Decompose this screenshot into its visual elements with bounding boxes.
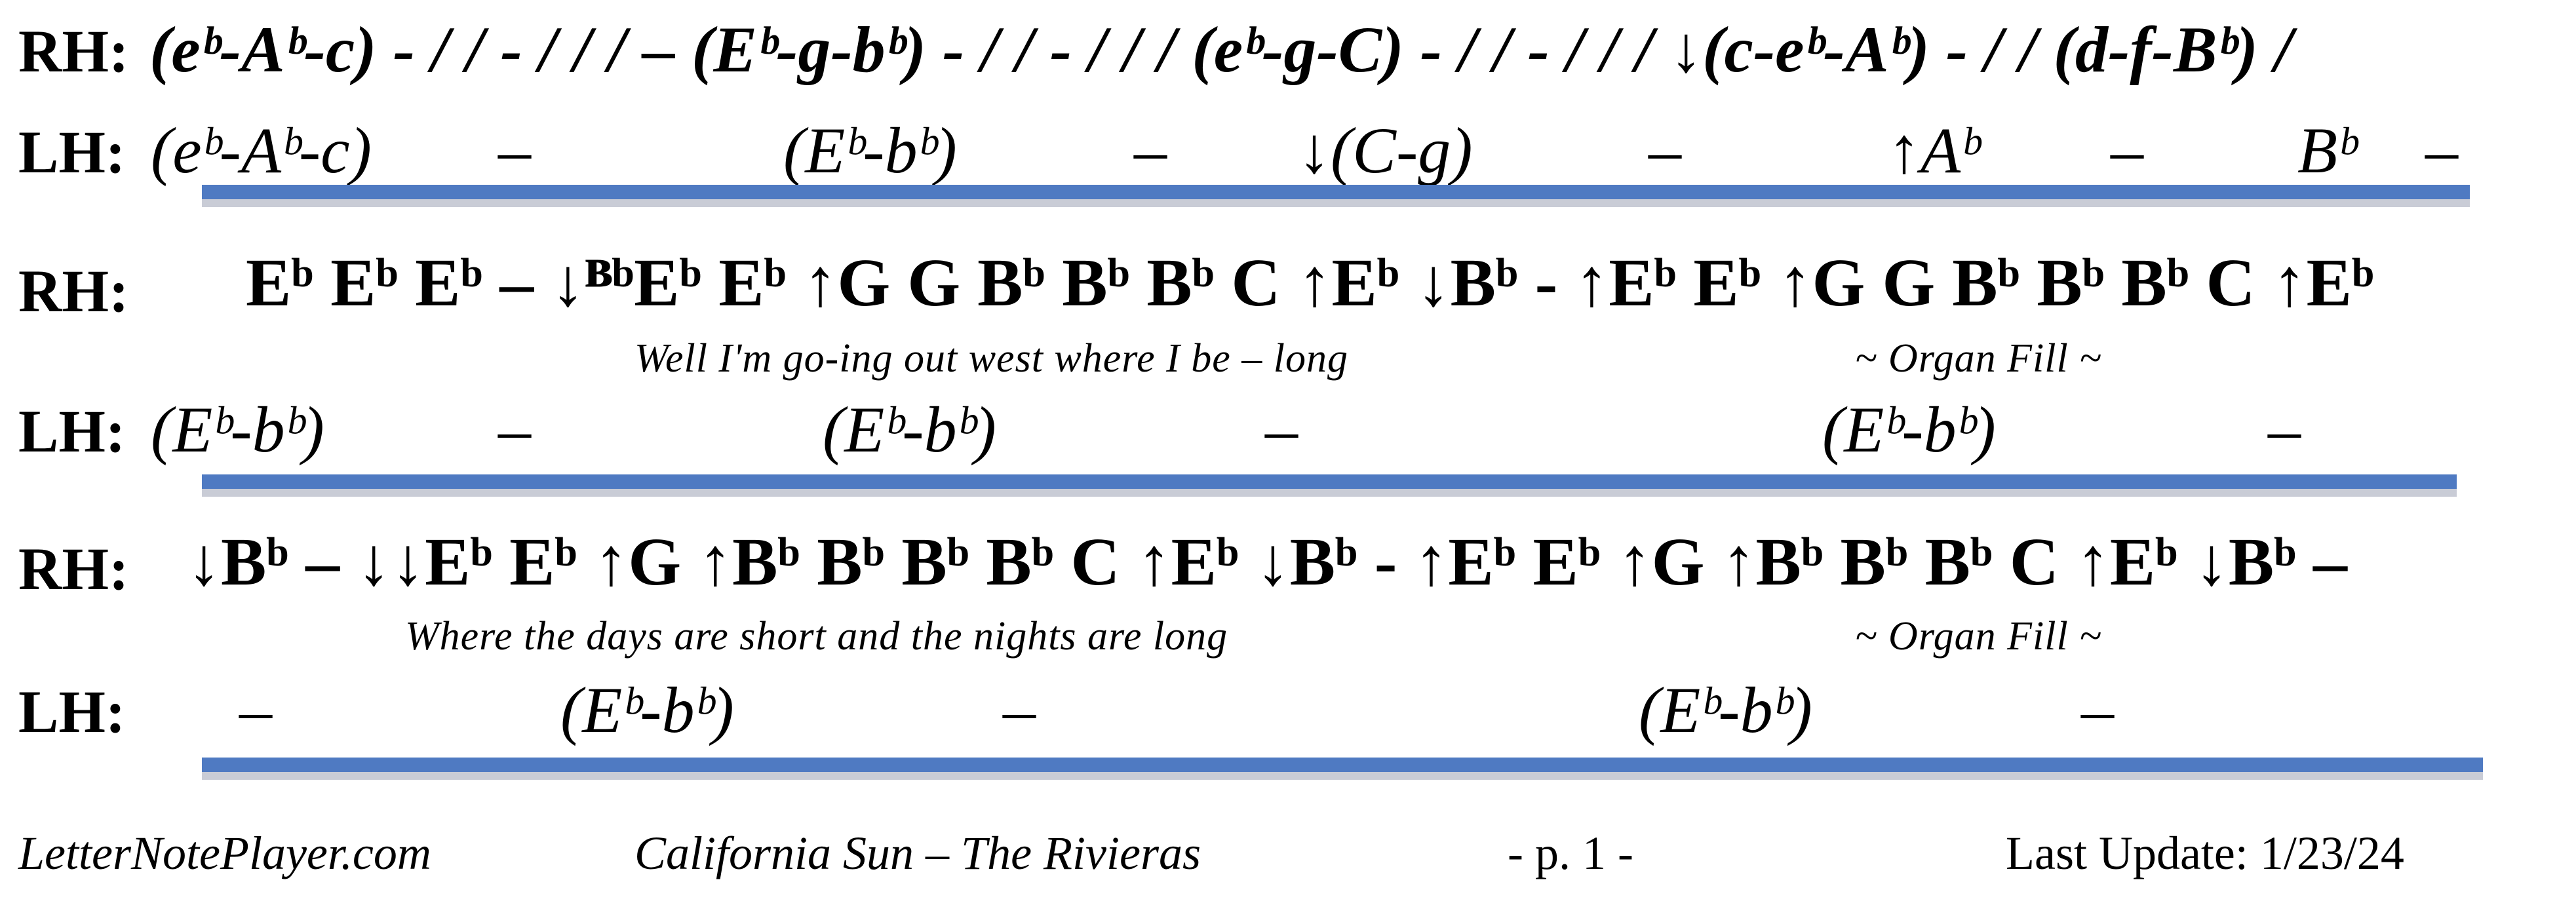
lh-rest: – — [2425, 114, 2458, 187]
system-divider — [202, 758, 2483, 780]
system-divider — [202, 185, 2470, 207]
lh-rest: – — [498, 114, 531, 187]
rh-sequence: ↓Bᵇ – ↓↓Eᵇ Eᵇ ↑G ↑Bᵇ Bᵇ Bᵇ Bᵇ C ↑Eᵇ ↓Bᵇ … — [187, 524, 2348, 600]
lh-label: LH: — [18, 678, 126, 745]
rh-label: RH: — [18, 258, 129, 324]
lh-chord: (Eᵇ-bᵇ) — [783, 114, 957, 187]
rh-sequence: Eᵇ Eᵇ Eᵇ – ↓ᴮᵇEᵇ Eᵇ ↑G G Bᵇ Bᵇ Bᵇ C ↑Eᵇ … — [246, 245, 2374, 320]
lh-rest: – — [1134, 114, 1167, 187]
footer-song-title: California Sun – The Rivieras — [634, 827, 1201, 879]
lh-rest: – — [1265, 393, 1298, 466]
lh-chord: (eᵇ-Aᵇ-c) — [151, 114, 372, 187]
lh-label: LH: — [18, 119, 126, 185]
rh-sequence: (eᵇ-Aᵇ-c) - / / - / / / – (Eᵇ-g-bᵇ) - / … — [149, 13, 2293, 86]
lh-chord: (Eᵇ-bᵇ) — [1822, 393, 1996, 466]
lh-note: Bᵇ — [2297, 114, 2355, 187]
organ-fill-note: ~ Organ Fill ~ — [1855, 336, 2102, 381]
lh-rest: – — [2081, 674, 2114, 746]
lh-rest: – — [239, 674, 272, 746]
organ-fill-note: ~ Organ Fill ~ — [1855, 614, 2102, 659]
footer-page-number: - p. 1 - — [1508, 827, 1633, 879]
lh-chord: (Eᵇ-bᵇ) — [151, 393, 324, 466]
lh-chord: (Eᵇ-bᵇ) — [560, 674, 734, 746]
lh-rest: – — [2111, 114, 2143, 187]
lyrics: Well I'm go-ing out west where I be – lo… — [634, 336, 1349, 381]
lh-rest: – — [2268, 393, 2301, 466]
lyrics: Where the days are short and the nights … — [405, 614, 1228, 659]
lh-chord: (Eᵇ-bᵇ) — [1639, 674, 1812, 746]
lh-rest: – — [1649, 114, 1681, 187]
footer-last-update: Last Update: 1/23/24 — [2006, 827, 2404, 879]
lh-chord: ↓(C-g) — [1298, 114, 1473, 187]
system-divider — [202, 474, 2457, 497]
lh-note: ↑Aᵇ — [1888, 114, 1978, 187]
lh-rest: – — [1003, 674, 1036, 746]
footer-website: LetterNotePlayer.com — [18, 827, 431, 879]
rh-label: RH: — [18, 535, 129, 602]
lh-label: LH: — [18, 398, 126, 465]
lh-chord: (Eᵇ-bᵇ) — [823, 393, 996, 466]
lh-rest: – — [498, 393, 531, 466]
rh-label: RH: — [18, 18, 129, 85]
